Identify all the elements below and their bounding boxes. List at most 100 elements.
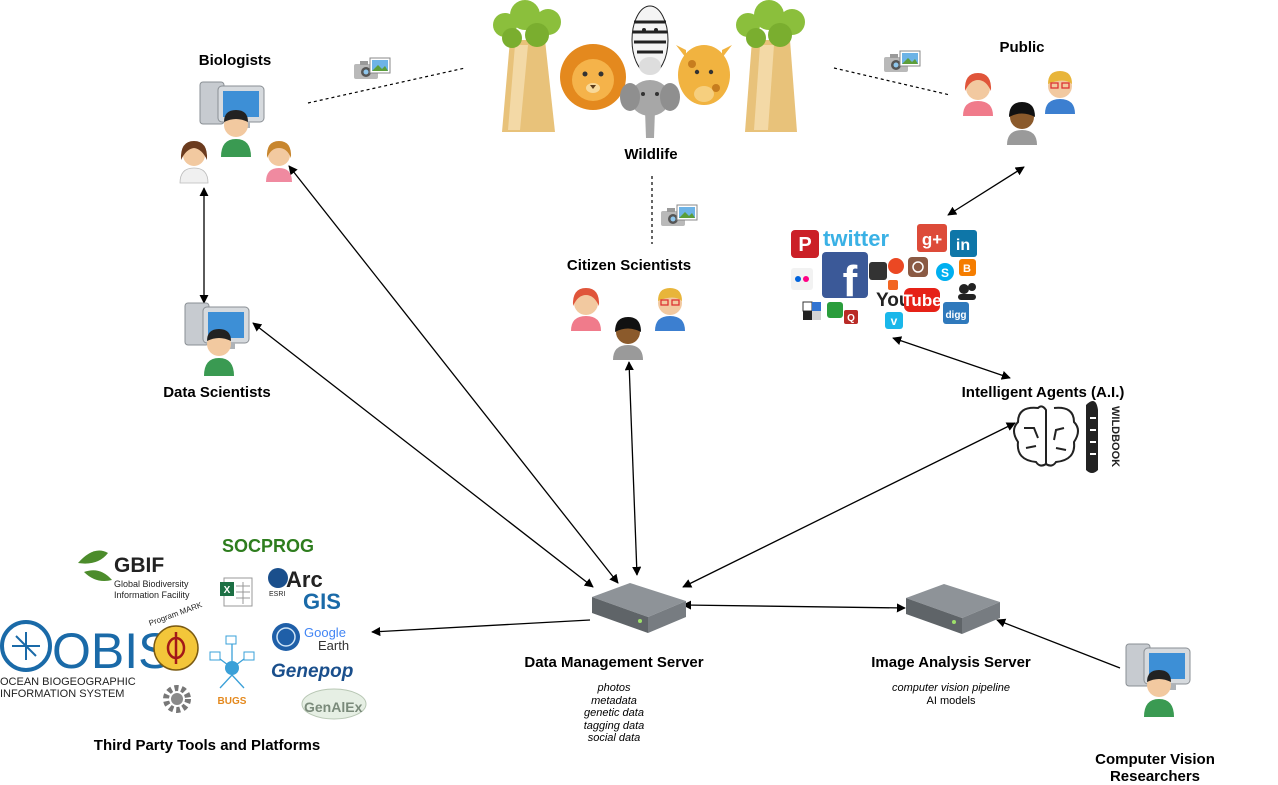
cv-researcher-icon bbox=[1125, 643, 1191, 717]
cv-researchers-line1: Computer Vision bbox=[1095, 751, 1215, 768]
dms-note: metadata bbox=[591, 694, 637, 707]
dotted-biologists-wildlife bbox=[307, 67, 466, 104]
image-analysis-server-label: Image Analysis Server bbox=[871, 654, 1031, 671]
myspace-icon bbox=[958, 283, 976, 300]
arrow-dms-ias bbox=[682, 600, 906, 613]
camera-icon bbox=[660, 204, 698, 227]
tree-icon bbox=[736, 0, 805, 132]
arrow-social-agents bbox=[892, 336, 1011, 380]
svg-text:Tube: Tube bbox=[902, 291, 941, 310]
gear-icon bbox=[163, 685, 191, 713]
biologists-label: Biologists bbox=[198, 52, 272, 69]
gbif-logo: GBIF Global Biodiversity Information Fac… bbox=[78, 550, 190, 600]
soundcloud-icon bbox=[869, 262, 887, 280]
svg-text:S: S bbox=[941, 266, 949, 280]
rss-icon bbox=[888, 280, 898, 290]
ias-note-models: AI models bbox=[926, 694, 976, 707]
ias-notes: computer vision pipeline AI models bbox=[892, 682, 1010, 707]
social-media-cluster: P twitter g+ in f S B You Tube Q v digg bbox=[791, 224, 977, 329]
svg-text:f: f bbox=[843, 257, 858, 306]
svg-text:Google: Google bbox=[304, 625, 346, 640]
svg-text:Q: Q bbox=[847, 313, 855, 324]
googleplus-icon: g+ bbox=[917, 224, 947, 252]
facebook-icon: f bbox=[822, 252, 868, 306]
excel-icon: X bbox=[220, 577, 253, 607]
svg-text:OBIS: OBIS bbox=[52, 623, 171, 679]
svg-text:Program MARK: Program MARK bbox=[148, 600, 204, 628]
socprog-logo: SOCPROG bbox=[222, 536, 314, 556]
tree-icon bbox=[493, 0, 561, 132]
public-label: Public bbox=[999, 39, 1045, 56]
svg-text:X: X bbox=[224, 585, 231, 596]
vimeo-icon: v bbox=[885, 312, 903, 329]
citizen-scientists-label: Citizen Scientists bbox=[566, 257, 692, 274]
arrow-datascientists-dms bbox=[252, 322, 594, 588]
data-scientists-label: Data Scientists bbox=[163, 384, 271, 401]
cv-researchers-label: Computer Vision Researchers bbox=[1095, 751, 1215, 785]
svg-text:GenAlEx: GenAlEx bbox=[304, 699, 363, 715]
zebra-icon bbox=[631, 5, 669, 75]
google-earth-logo: Google Earth bbox=[272, 623, 349, 653]
wildlife-label: Wildlife bbox=[624, 146, 678, 163]
flickr-icon bbox=[791, 268, 813, 290]
svg-text:GBIF: GBIF bbox=[114, 554, 164, 577]
svg-text:OCEAN BIOGEOGRAPHIC: OCEAN BIOGEOGRAPHIC bbox=[0, 676, 136, 688]
elephant-icon bbox=[620, 80, 680, 138]
svg-text:Earth: Earth bbox=[318, 638, 349, 653]
svg-text:P: P bbox=[798, 234, 811, 256]
arrow-public-social bbox=[947, 166, 1025, 216]
digg-icon: digg bbox=[943, 302, 969, 324]
skype-icon: S bbox=[936, 263, 954, 281]
svg-text:INFORMATION SYSTEM: INFORMATION SYSTEM bbox=[0, 688, 124, 700]
svg-text:g+: g+ bbox=[922, 230, 942, 249]
svg-text:Arc: Arc bbox=[286, 567, 323, 592]
youtube-icon: You Tube bbox=[876, 288, 942, 312]
stumbleupon-icon bbox=[888, 258, 904, 274]
arrow-dms-thirdparty bbox=[371, 619, 591, 637]
share-icon bbox=[827, 302, 843, 318]
wildlife-illustration bbox=[493, 0, 805, 138]
arrow-cv-ias bbox=[996, 618, 1121, 669]
intelligent-agents-label: Intelligent Agents (A.I.) bbox=[961, 384, 1125, 401]
svg-text:digg: digg bbox=[945, 310, 966, 321]
svg-text:You: You bbox=[876, 290, 910, 311]
arrow-agents-dms bbox=[682, 422, 1016, 588]
dms-note: photos bbox=[597, 682, 631, 694]
dms-note: genetic data bbox=[584, 707, 644, 720]
dms-notes: photos metadata genetic data tagging dat… bbox=[584, 682, 645, 745]
dotted-wildlife-public bbox=[833, 67, 951, 96]
svg-text:BUGS: BUGS bbox=[218, 696, 247, 707]
svg-text:WILDBOOK: WILDBOOK bbox=[1109, 406, 1121, 467]
dms-note: social data bbox=[587, 732, 641, 745]
dotted-links bbox=[307, 67, 951, 244]
brain-icon bbox=[1013, 405, 1079, 467]
delicious-icon bbox=[802, 301, 821, 320]
camera-icon bbox=[883, 50, 921, 73]
genalex-logo: GenAlEx bbox=[301, 688, 367, 720]
lion-icon bbox=[560, 44, 626, 110]
citizen-scientists-icon bbox=[571, 288, 685, 360]
svg-text:B: B bbox=[963, 263, 971, 275]
public-icon bbox=[963, 71, 1075, 145]
genepop-logo: Genepop bbox=[271, 661, 353, 682]
twitter-logo: twitter bbox=[823, 226, 889, 251]
third-party-label: Third Party Tools and Platforms bbox=[93, 737, 321, 754]
svg-text:v: v bbox=[891, 314, 898, 328]
pinterest-icon: P bbox=[791, 230, 819, 258]
arrow-citizens-dms bbox=[624, 361, 642, 576]
giraffe-icon bbox=[676, 45, 732, 105]
ias-note-pipeline: computer vision pipeline bbox=[891, 682, 1011, 694]
arrows bbox=[199, 165, 1121, 669]
svg-text:in: in bbox=[956, 237, 970, 254]
quora-icon: Q bbox=[844, 310, 858, 324]
svg-text:ESRI: ESRI bbox=[269, 591, 285, 598]
svg-text:GIS: GIS bbox=[303, 589, 341, 614]
data-scientists-icon bbox=[184, 302, 250, 376]
linkedin-icon: in bbox=[950, 230, 977, 257]
arrow-biologists-dms bbox=[288, 165, 619, 584]
image-analysis-server-icon bbox=[906, 584, 1000, 634]
blogger-icon: B bbox=[959, 259, 976, 276]
bugs-logo: BUGS bbox=[209, 635, 255, 707]
data-management-server-icon bbox=[592, 583, 686, 633]
